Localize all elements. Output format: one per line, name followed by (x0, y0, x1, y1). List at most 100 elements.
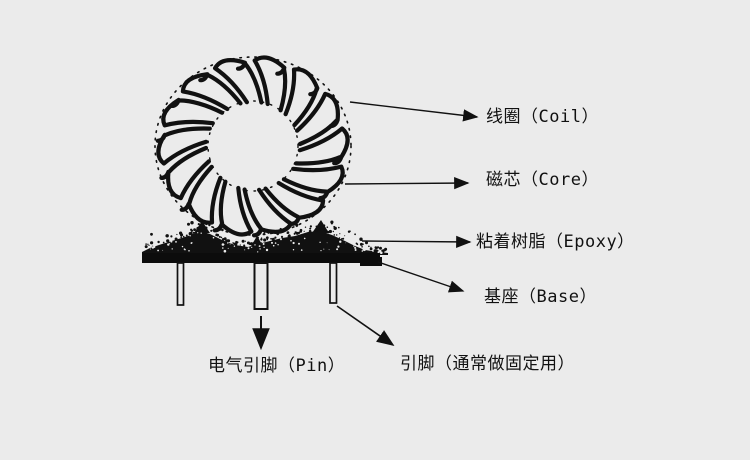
epoxy-speckle (266, 229, 269, 232)
epoxy-speckle (170, 235, 173, 238)
epoxy-speckle-light (200, 232, 202, 234)
epoxy-speckle (225, 228, 228, 231)
winding (212, 179, 254, 237)
epoxy-speckle-light (221, 243, 225, 246)
winding (295, 91, 341, 147)
epoxy-speckle (147, 243, 149, 245)
epoxy-speckle-light (189, 235, 191, 237)
epoxy-speckle-light (162, 249, 164, 251)
epoxy-speckle (369, 247, 373, 251)
epoxy-speckle (174, 237, 178, 241)
epoxy-speckle (239, 244, 241, 246)
epoxy-speckle-light (354, 246, 357, 249)
epoxy-speckle-light (326, 242, 328, 244)
epoxy-speckle-light (265, 248, 269, 252)
epoxy-speckle (309, 227, 312, 230)
epoxy-speckle (370, 246, 372, 248)
base-bar (142, 253, 382, 266)
epoxy-speckle-light (229, 243, 231, 245)
epoxy-speckle (294, 231, 297, 234)
label-pin: 电气引脚（Pin） (208, 356, 346, 376)
epoxy-speckle (197, 223, 200, 226)
epoxy-speckle (270, 237, 272, 240)
epoxy-speckle-light (362, 248, 365, 251)
epoxy-speckle (273, 230, 275, 232)
epoxy-speckle (150, 241, 154, 245)
epoxy-speckle-light (361, 250, 364, 252)
epoxy-speckle-light (227, 242, 229, 244)
annotation-arrows (252, 101, 479, 351)
epoxy-speckle (318, 229, 321, 231)
epoxy-speckle-light (223, 249, 227, 253)
epoxy-speckle (271, 237, 275, 241)
winding (179, 164, 223, 225)
epoxy-speckle-light (169, 243, 171, 244)
arrow-coil (349, 101, 479, 122)
epoxy-speckle (206, 231, 208, 233)
epoxy-speckle-light (263, 246, 265, 248)
epoxy-speckle-light (274, 242, 277, 244)
epoxy-speckle (215, 233, 218, 236)
epoxy-speckle (144, 245, 148, 249)
epoxy-speckle (315, 225, 318, 228)
epoxy-speckle (180, 236, 183, 239)
winding (159, 145, 211, 201)
epoxy-speckle (338, 237, 341, 239)
epoxy-speckle-light (353, 245, 355, 247)
epoxy-speckle-light (188, 250, 190, 252)
winding (263, 180, 326, 226)
epoxy-speckle (299, 228, 303, 232)
epoxy-speckle (162, 241, 165, 244)
epoxy-speckle (157, 240, 160, 244)
epoxy-speckle (260, 238, 263, 241)
epoxy-speckle (375, 247, 378, 250)
epoxy-speckle (287, 235, 290, 238)
epoxy-speckle (257, 233, 259, 235)
winding (180, 72, 243, 112)
epoxy-speckle (332, 230, 334, 233)
label-epoxy: 粘着树脂（Epoxy） (476, 232, 635, 252)
epoxy-speckle (303, 230, 305, 232)
epoxy-speckle (319, 226, 321, 228)
epoxy-speckle (338, 226, 340, 229)
epoxy-speckle-light (271, 241, 273, 244)
epoxy-speckle-light (303, 237, 306, 240)
epoxy-speckle-light (191, 242, 193, 243)
epoxy-speckle (218, 235, 221, 238)
epoxy-speckle (328, 229, 332, 234)
epoxy-speckle-light (377, 251, 380, 254)
epoxy-speckle (233, 242, 236, 245)
epoxy-speckle-light (323, 248, 325, 250)
epoxy-speckle (166, 239, 170, 243)
winding (213, 58, 264, 105)
winding (283, 67, 320, 128)
epoxy-speckle-light (151, 246, 155, 249)
epoxy-speckle-light (258, 245, 261, 248)
epoxy-speckle (293, 232, 296, 235)
epoxy-speckle (204, 226, 208, 230)
epoxy-speckle (208, 224, 211, 227)
epoxy-speckle (190, 228, 193, 231)
epoxy-speckle (315, 229, 318, 232)
epoxy-speckle (282, 229, 284, 232)
epoxy-speckle-light (175, 241, 177, 243)
epoxy-speckle (232, 242, 234, 244)
epoxy-speckle (365, 241, 368, 245)
arrow-epoxy (361, 235, 472, 249)
epoxy-speckle-light (181, 245, 184, 248)
epoxy-speckle-light (320, 250, 322, 252)
epoxy-speckle (333, 234, 336, 236)
coil-windings (155, 55, 350, 238)
epoxy-speckle (220, 236, 223, 239)
epoxy-speckle (241, 239, 245, 243)
epoxy-speckle-light (292, 249, 295, 251)
epoxy-speckle (210, 229, 213, 232)
winding (294, 126, 350, 166)
winding (161, 97, 225, 128)
epoxy-speckle-light (212, 236, 215, 239)
epoxy-speckle (223, 237, 227, 241)
epoxy-speckle (249, 242, 253, 246)
epoxy-speckle (326, 226, 329, 228)
epoxy-speckle (213, 231, 215, 233)
